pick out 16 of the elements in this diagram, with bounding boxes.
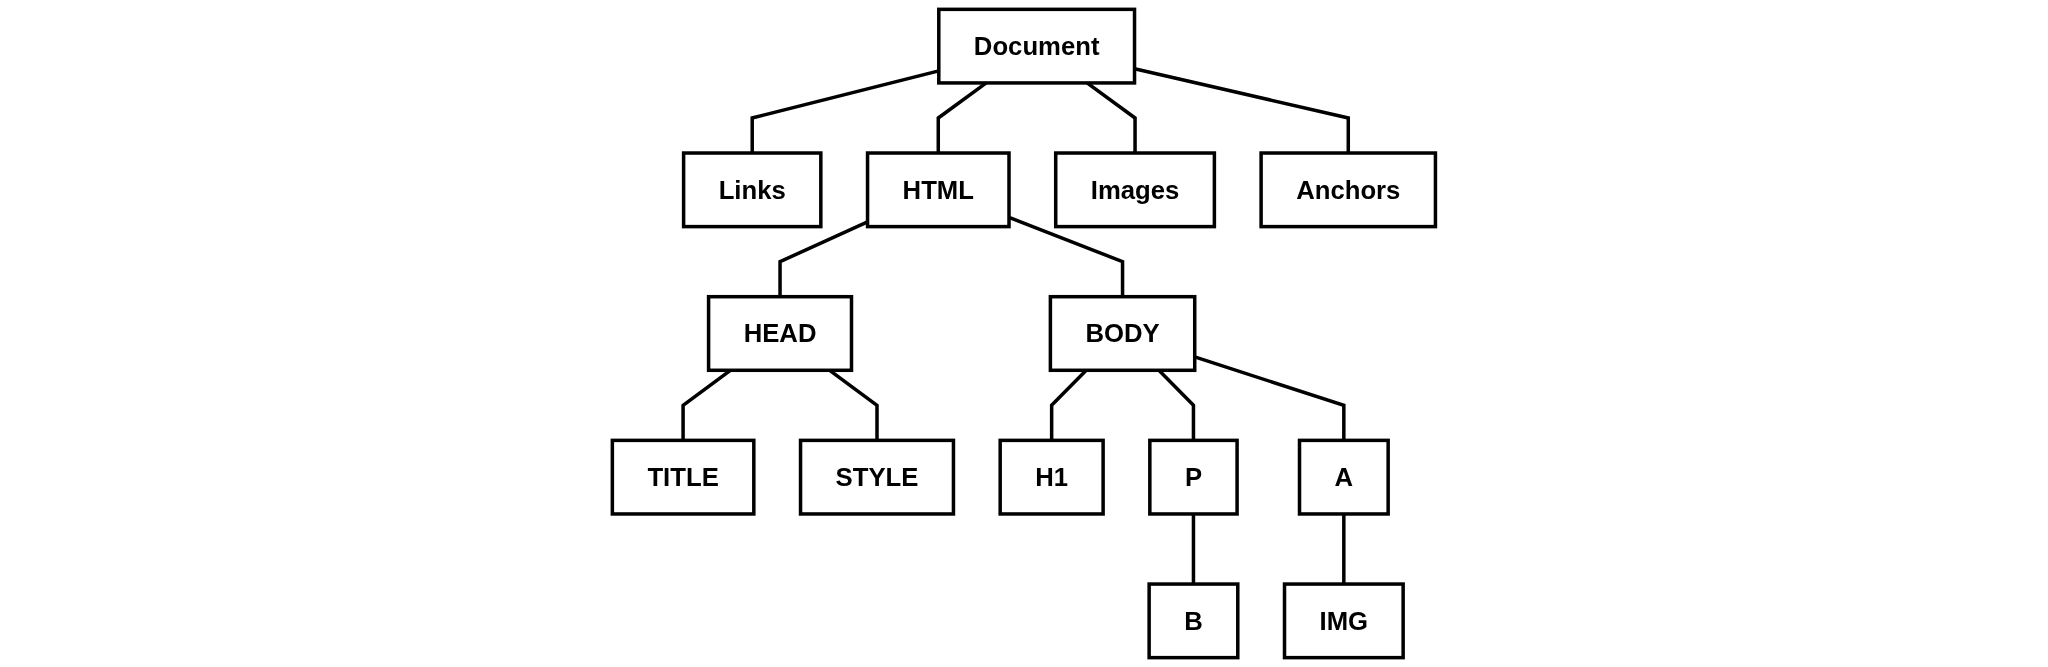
node-box: Images <box>1054 151 1217 229</box>
node-box: Links <box>681 151 823 229</box>
node-box: STYLE <box>798 438 956 516</box>
node-box: HEAD <box>706 294 854 373</box>
node-box: P <box>1148 438 1239 516</box>
node-box: B <box>1147 582 1240 660</box>
node-box: HTML <box>865 151 1011 229</box>
connector <box>1191 513 1196 585</box>
node-box: TITLE <box>610 438 756 516</box>
node-box: A <box>1297 438 1390 516</box>
node-box: Anchors <box>1259 151 1438 229</box>
node-box: H1 <box>998 438 1105 516</box>
node-box: BODY <box>1048 294 1197 373</box>
node-box: IMG <box>1282 582 1405 660</box>
node-box: Document <box>937 7 1137 85</box>
connector <box>1342 513 1346 585</box>
